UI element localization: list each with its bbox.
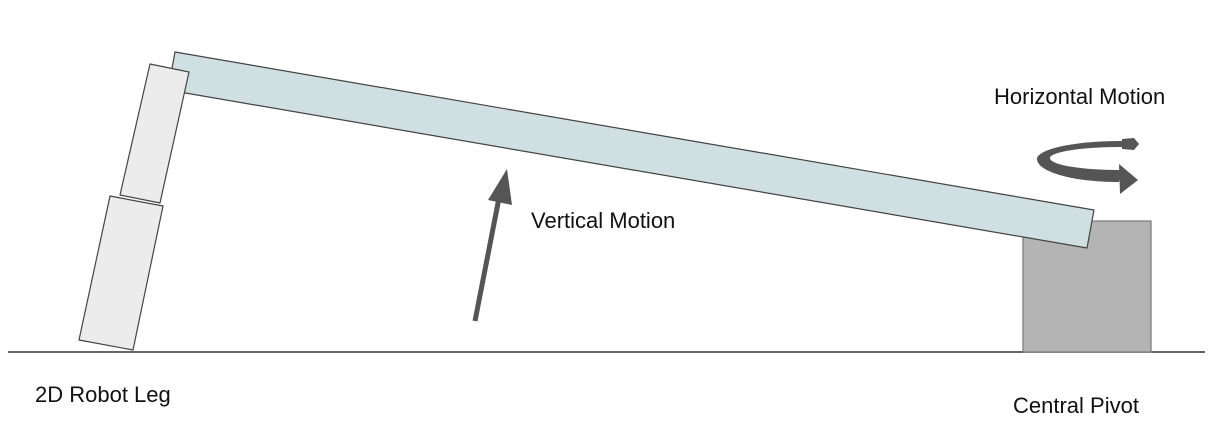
vertical-motion-label: Vertical Motion [531,208,676,233]
central-pivot-label: Central Pivot [1013,393,1139,418]
leg-lower-segment [78,195,164,351]
leg-upper-segment [119,63,190,204]
vertical-motion-arrow [472,169,512,322]
horizontal-motion-label: Horizontal Motion [994,84,1166,109]
robot-leg-label: 2D Robot Leg [35,382,171,407]
horizontal-rotation-arrow [1037,138,1139,194]
